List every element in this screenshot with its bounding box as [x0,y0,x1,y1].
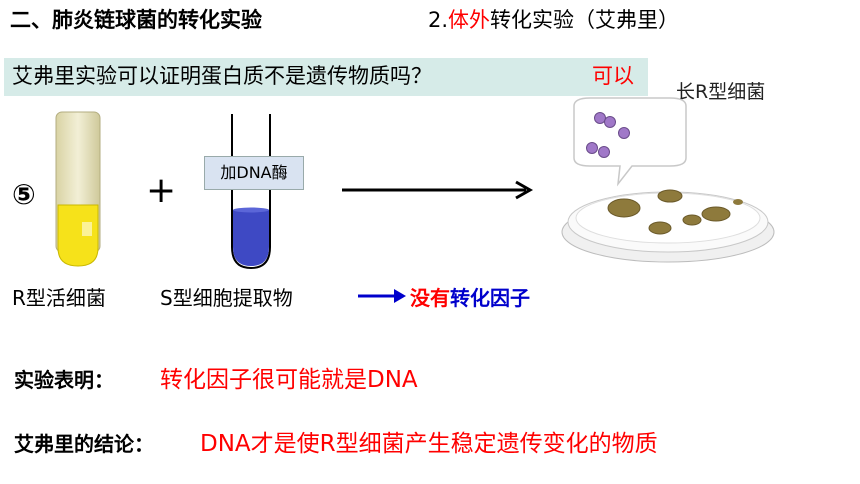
test-tube-s-extract [231,114,271,270]
section-subtitle: 2.体外转化实验（艾弗里） [428,4,679,34]
subtitle-rest: 转化实验（艾弗里） [490,8,680,32]
result-red: 没有 [410,286,450,310]
subtitle-number: 2. [428,8,449,32]
question-text: 艾弗里实验可以证明蛋白质不是遗传物质吗？ [12,64,432,88]
tube1-label: R型活细菌 [12,286,106,310]
blue-arrow-icon [358,289,406,303]
page-title: 二、肺炎链球菌的转化实验 [10,8,262,32]
conclusion1-label: 实验表明： [14,368,114,392]
conclusion1-text: 转化因子很可能就是DNA [160,367,418,393]
petri-dish-illustration [561,97,775,263]
question-bar [4,58,648,96]
dish-label: 长R型细菌 [676,81,766,103]
plus-sign: + [146,170,177,211]
result-blue: 转化因子 [450,286,530,310]
question-answer: 可以 [592,64,634,88]
subtitle-highlight: 体外 [448,8,491,32]
test-tube-r-bacteria [55,111,101,267]
enzyme-label-box: 加DNA酶 [204,156,304,190]
conclusion2-text: DNA才是使R型细菌产生稳定遗传变化的物质 [200,431,658,457]
right-arrow-icon [342,180,534,200]
experiment-number: ⑤ [12,178,36,211]
tube2-label: S型细胞提取物 [160,286,293,310]
result-text: 没有转化因子 [410,282,530,311]
callout-bubble [573,97,687,187]
conclusion2-label: 艾弗里的结论： [14,432,154,456]
